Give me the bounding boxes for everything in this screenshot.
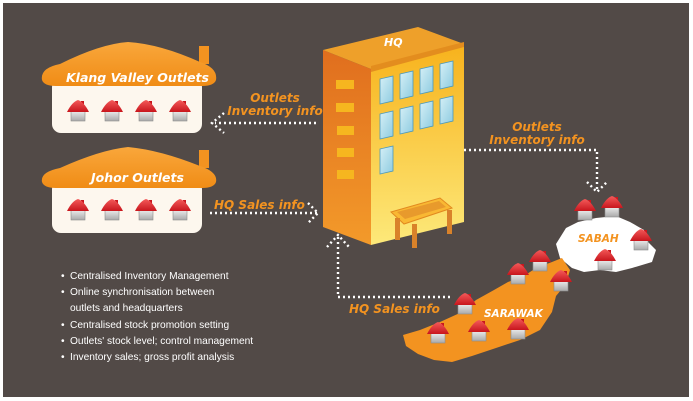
flow-hq-to-sabah-arrow: [464, 148, 599, 192]
feature-list: Centralised Inventory Management Online …: [61, 269, 253, 366]
flow-label-line: Outlets: [250, 91, 300, 105]
klang-valley-outlets-label: Klang Valley Outlets: [66, 70, 209, 85]
feature-text: Online synchronisation between: [70, 287, 215, 299]
diagram-panel: Klang Valley Outlets Johor Outlets HQ Ou…: [3, 3, 689, 397]
hq-label: HQ: [384, 36, 403, 49]
flow-label-hq-sales-johor: HQ Sales info: [214, 198, 305, 212]
feature-item: Online synchronisation between outlets an…: [61, 285, 253, 317]
flow-label-line: Inventory info: [489, 133, 585, 147]
flow-arrows: [210, 112, 608, 299]
sarawak-label: SARAWAK: [484, 308, 543, 320]
diagram-art: [41, 27, 656, 362]
outlet-house-icon: [600, 195, 624, 218]
flow-label-outlets-inventory-klang: Outlets Inventory info: [225, 92, 325, 118]
flow-label-line: Inventory info: [227, 104, 323, 118]
feature-item: Centralised stock promotion setting: [61, 318, 253, 334]
feature-text-continued: outlets and headquarters: [70, 303, 183, 315]
feature-item: Inventory sales; gross profit analysis: [61, 350, 253, 366]
feature-item: Centralised Inventory Management: [61, 269, 253, 285]
flow-label-line: Outlets: [512, 120, 562, 134]
johor-outlet-group: [41, 147, 217, 233]
flow-sarawak-to-hq-arrow: [336, 236, 450, 299]
flow-label-hq-sales-sarawak: HQ Sales info: [349, 302, 440, 316]
sabah-label: SABAH: [578, 233, 619, 245]
outlet-house-icon: [573, 198, 597, 221]
johor-outlets-label: Johor Outlets: [91, 170, 184, 185]
feature-item: Outlets' stock level; control management: [61, 334, 253, 350]
sabah-map: [556, 216, 656, 272]
klang-valley-outlet-group: [41, 42, 217, 133]
hq-building-icon: [323, 27, 464, 248]
flow-label-outlets-inventory-sabah: Outlets Inventory info: [487, 121, 587, 147]
